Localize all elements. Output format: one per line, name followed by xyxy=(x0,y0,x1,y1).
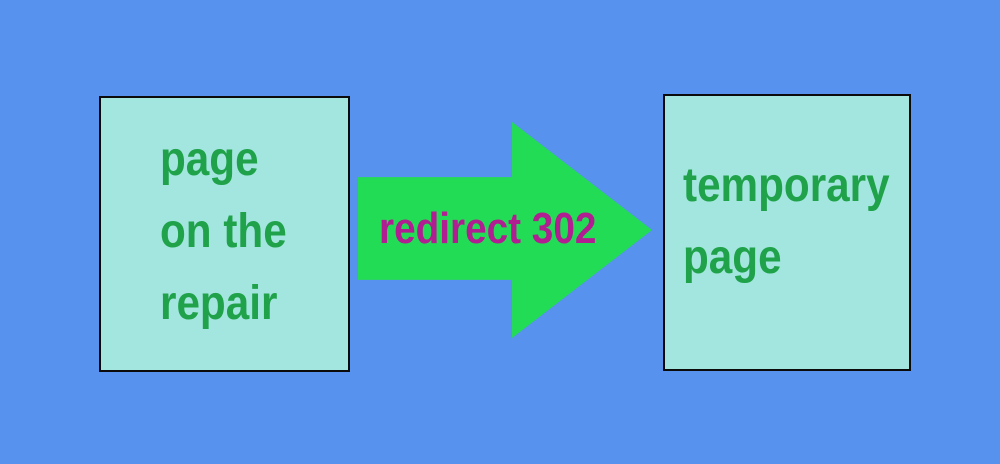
target-page-label-line-2: page xyxy=(683,231,782,284)
source-page-label-line-3: repair xyxy=(160,277,278,330)
target-page-box: temporary page xyxy=(663,94,911,371)
redirect-arrow: redirect 302 xyxy=(358,122,652,338)
source-page-label-line-2: on the xyxy=(160,205,287,258)
target-page-label-line-1: temporary xyxy=(683,159,890,212)
redirect-302-label: redirect 302 xyxy=(379,203,597,253)
source-page-box: page on the repair xyxy=(99,96,350,372)
source-page-label-line-1: page xyxy=(160,133,259,186)
